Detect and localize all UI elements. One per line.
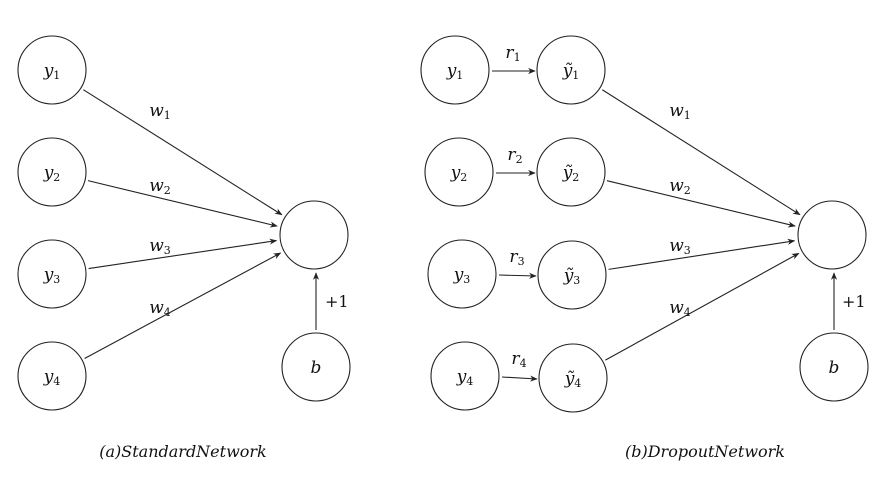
weight-label-b-1: w1	[669, 101, 691, 122]
output-node-a	[279, 200, 349, 270]
weight-edge-a-2	[87, 180, 278, 228]
input-node-b-2	[424, 137, 494, 207]
input-node-a-2	[17, 137, 87, 207]
weight-edge-b-2	[606, 180, 796, 228]
input-node-b-1	[420, 35, 490, 105]
input-label-a-3: y3	[43, 265, 61, 286]
mask-label-b-2: r2	[507, 145, 522, 166]
caption-a: (a)StandardNetwork	[99, 442, 267, 461]
input-label-a-4: y4	[43, 367, 61, 388]
caption-b: (b)DropoutNetwork	[625, 442, 785, 461]
mask-label-b-1: r1	[505, 43, 520, 64]
input-node-a-3	[17, 239, 87, 309]
weight-label-a-2: w2	[149, 176, 171, 197]
thinned-label-b-4: ỹ4	[564, 369, 582, 390]
input-label-a-1: y1	[43, 61, 61, 82]
weight-label-a-1: w1	[149, 101, 171, 122]
weight-label-a-3: w3	[149, 236, 171, 257]
input-node-b-4	[430, 341, 500, 411]
bias-edge-label-b: +1	[842, 292, 866, 311]
weight-label-b-3: w3	[669, 236, 691, 257]
weight-edge-b-3	[608, 238, 796, 270]
mask-edge-b-3	[498, 272, 537, 279]
thinned-node-b-3	[537, 240, 607, 310]
thinned-label-b-1: ỹ1	[562, 61, 580, 82]
weight-edge-b-4	[605, 252, 800, 361]
mask-label-b-3: r3	[509, 247, 524, 268]
weight-edge-b-1	[601, 89, 801, 216]
weight-label-a-4: w4	[149, 298, 171, 319]
output-node-b	[797, 200, 867, 270]
bias-node-a	[281, 332, 351, 402]
bias-label-b: b	[829, 358, 840, 378]
bias-node-b	[799, 332, 869, 402]
bias-label-a: b	[311, 358, 322, 378]
mask-label-b-4: r4	[511, 349, 526, 370]
weight-label-b-2: w2	[669, 176, 691, 197]
mask-edge-b-4	[501, 375, 538, 382]
weight-label-b-4: w4	[669, 298, 691, 319]
thinned-label-b-3: ỹ3	[563, 266, 581, 287]
input-label-b-4: y4	[456, 367, 474, 388]
weight-edge-a-3	[88, 238, 278, 270]
input-label-a-2: y2	[43, 163, 61, 184]
weight-edge-a-4	[84, 252, 282, 359]
bias-edge-label-a: +1	[325, 292, 349, 311]
input-node-a-4	[17, 341, 87, 411]
input-label-b-2: y2	[450, 163, 468, 184]
thinned-node-b-2	[536, 137, 606, 207]
input-label-b-1: y1	[446, 61, 464, 82]
thinned-label-b-2: ỹ2	[562, 163, 580, 184]
thinned-node-b-1	[536, 35, 606, 105]
weight-edge-a-1	[83, 89, 283, 216]
input-label-b-3: y3	[453, 265, 471, 286]
input-node-a-1	[17, 35, 87, 105]
thinned-node-b-4	[538, 343, 608, 413]
input-node-b-3	[427, 239, 497, 309]
